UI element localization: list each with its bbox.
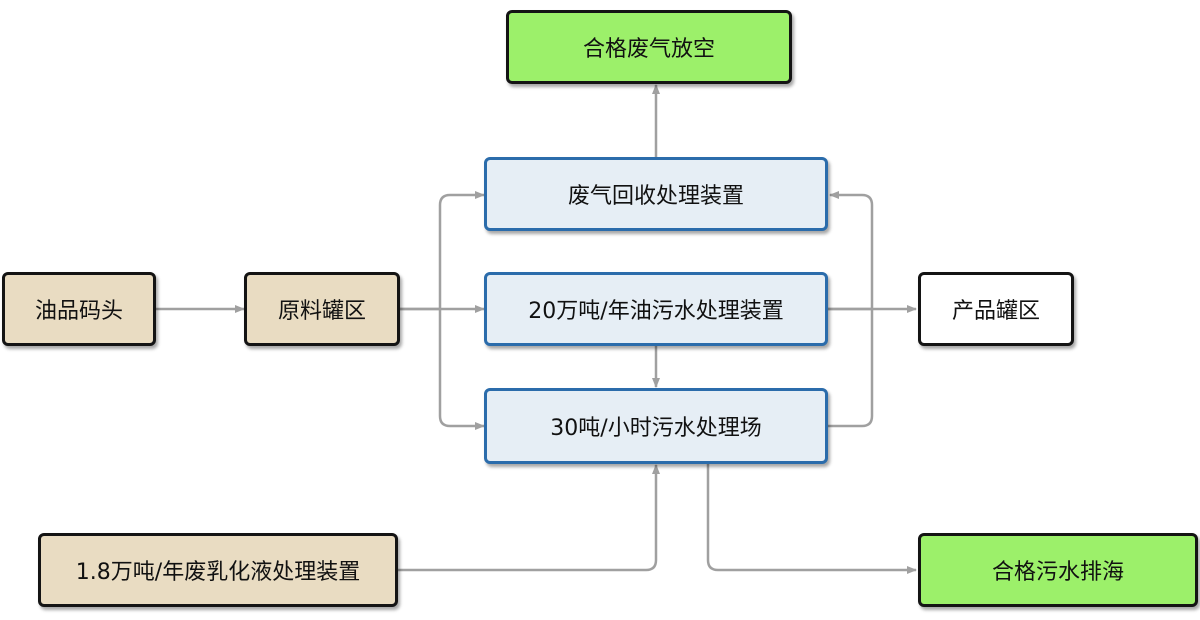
emulsion-plant-box: 1.8万吨/年废乳化液处理装置 xyxy=(38,533,398,607)
oily-water-plant-label: 20万吨/年油污水处理装置 xyxy=(528,299,784,324)
arrow-plants-to-gas-recovery xyxy=(828,191,874,311)
product-tank-label: 产品罐区 xyxy=(951,299,1040,324)
oil-wharf-box: 油品码头 xyxy=(2,272,156,346)
qualified-gas-venting-label: 合格废气放空 xyxy=(582,37,715,62)
arrow-sewage-plant-to-water-output xyxy=(706,463,917,574)
qualified-water-discharge-box: 合格污水排海 xyxy=(918,533,1198,607)
sewage-plant-label: 30吨/小时污水处理场 xyxy=(550,416,762,441)
oily-water-plant-box: 20万吨/年油污水处理装置 xyxy=(484,272,828,346)
qualified-water-discharge-label: 合格污水排海 xyxy=(991,560,1124,585)
sewage-plant-box: 30吨/小时污水处理场 xyxy=(484,388,828,464)
product-tank-box: 产品罐区 xyxy=(918,272,1074,346)
arrow-raw-tank-to-sewage-plant xyxy=(438,309,485,430)
arrow-raw-tank-to-gas-recovery xyxy=(400,191,485,311)
oil-wharf-label: 油品码头 xyxy=(34,299,123,324)
qualified-gas-venting-box: 合格废气放空 xyxy=(506,10,792,84)
connector-sewage-plant-to-return-line xyxy=(828,309,874,428)
gas-recovery-unit-label: 废气回收处理装置 xyxy=(567,184,744,209)
arrow-emulsion-plant-to-sewage-plant xyxy=(398,464,660,572)
gas-recovery-unit-box: 废气回收处理装置 xyxy=(484,157,828,231)
emulsion-plant-label: 1.8万吨/年废乳化液处理装置 xyxy=(75,560,361,585)
raw-material-tank-label: 原料罐区 xyxy=(277,299,366,324)
raw-material-tank-box: 原料罐区 xyxy=(244,272,400,346)
